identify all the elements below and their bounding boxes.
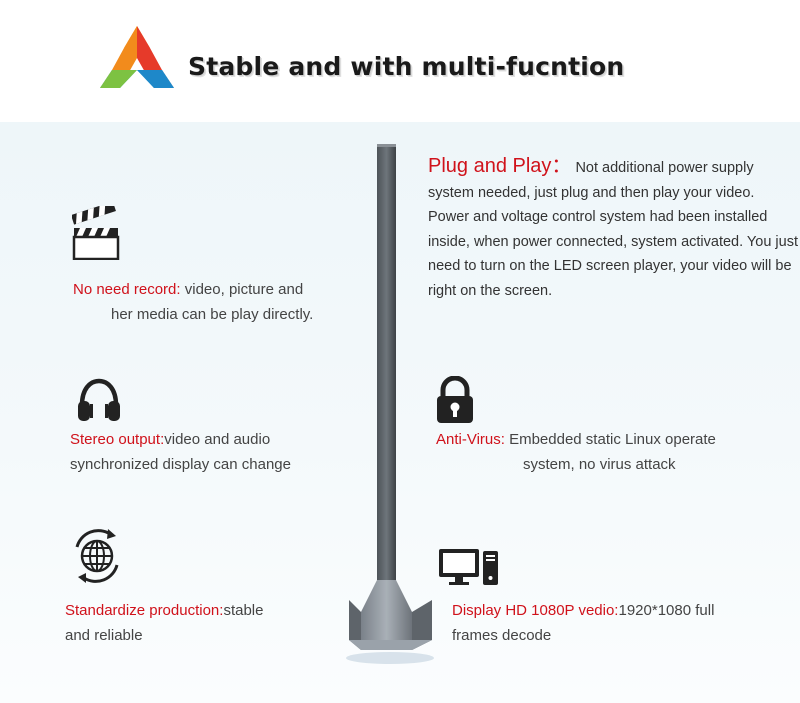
feature-stereo-label: Stereo output: [70,431,165,448]
padlock-icon [437,376,473,423]
feature-record-label: No need record: [73,281,181,298]
feature-stereo-output: Stereo output:video and audio synchroniz… [70,427,370,477]
feature-antivirus-label: Anti-Virus: [436,431,505,448]
computer-icon [439,549,498,585]
plug-and-play-p1: Not additional power supply system neede… [428,160,755,201]
feature-record-line1: video, picture and [180,281,304,298]
plug-and-play-title: Plug and Play： [428,155,572,177]
page-title: Stable and with multi-fucntion [188,52,625,81]
feature-display-line2: frames decode [452,627,552,644]
feature-production-label: Standardize production: [65,602,224,619]
feature-antivirus-line1: Embedded static Linux operate [504,431,716,448]
clapperboard-icon [72,206,120,260]
feature-production-line1: stable [223,602,264,619]
feature-standardize-production: Standardize production:stable and reliab… [65,598,365,648]
plug-and-play-description: Plug and Play： Not additional power supp… [428,154,800,303]
plug-and-play-p2: Power and voltage control system had bee… [428,209,798,299]
feature-display-line1: 1920*1080 full [618,602,715,619]
globe-cycle-icon [75,529,119,583]
feature-display-label: Display HD 1080P vedio: [452,602,619,619]
headphones-icon [78,378,120,421]
led-poster-stand-image [346,144,434,664]
feature-record-line2: her media can be play directly. [111,306,314,323]
feature-no-need-record: No need record: video, picture and her m… [73,277,363,327]
triangle-logo-icon [100,26,174,88]
feature-stereo-line2: synchronized display can change [70,456,291,473]
feature-stereo-line1: video and audio [164,431,271,448]
feature-display-hd: Display HD 1080P vedio:1920*1080 full fr… [452,598,800,648]
feature-antivirus-line2: system, no virus attack [523,456,676,473]
feature-production-line2: and reliable [65,627,143,644]
header: Stable and with multi-fucntion [0,0,800,122]
feature-anti-virus: Anti-Virus: Embedded static Linux operat… [436,427,800,477]
